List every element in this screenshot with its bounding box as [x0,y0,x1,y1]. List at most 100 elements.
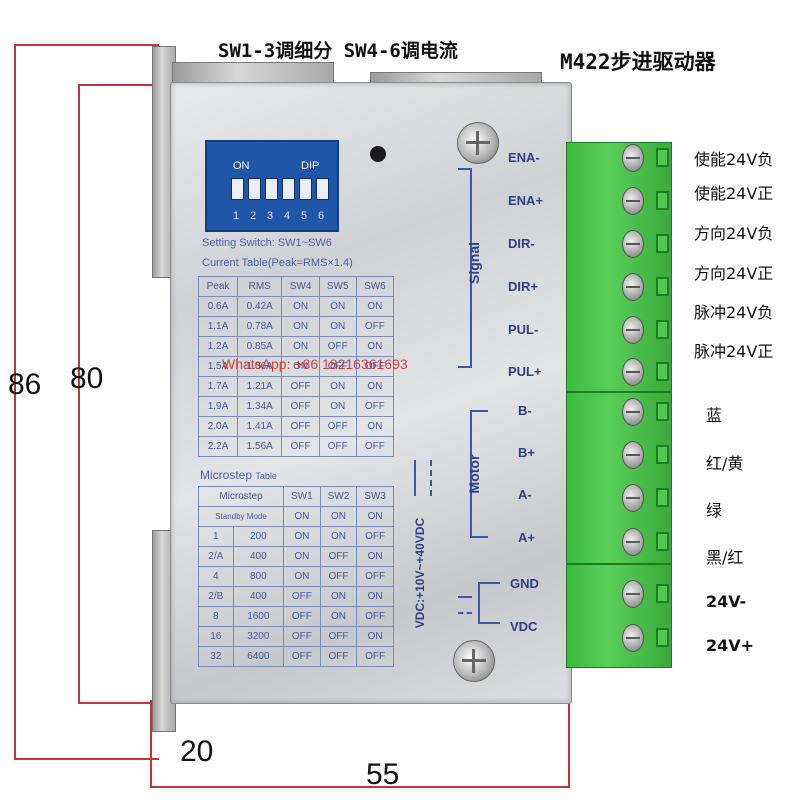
table-cell: OFF [281,396,320,417]
table-cell: Peak [198,276,238,297]
terminal-screw-icon[interactable] [622,528,644,556]
terminal-slot-icon [656,628,669,647]
table-cell: 6400 [232,646,285,667]
table-cell: OFF [318,416,357,437]
terminal-label-gnd: GND [510,576,539,591]
dip-switch-5[interactable] [299,178,312,200]
top-mounting-screw-icon [457,122,499,164]
bottom-mounting-screw-icon [453,640,495,682]
dimension-tick-bottom-outer [14,758,159,760]
wire-label-a-plus: 黑/红 [706,548,744,567]
table-cell: 4 [198,566,234,587]
terminal-label-pul-minus: PUL- [508,322,539,337]
dip-switch-4[interactable] [282,178,295,200]
table-cell: OFF [283,626,321,647]
table-cell: ON [355,376,395,397]
wire-label-dir-plus: 方向24V正 [694,264,774,283]
table-cell: 1.1A [198,316,238,337]
power-bracket [478,582,480,624]
dip-number-5: 5 [301,210,308,222]
terminal-screw-icon[interactable] [622,484,644,512]
table-cell: ON [281,336,320,357]
table-header-row: Peak RMS SW4 SW5 SW6 [198,276,395,297]
motor-label: Motor [466,454,482,494]
table-cell: OFF [355,316,395,337]
dip-switch[interactable]: ON DIP 1 2 3 4 5 6 [205,140,339,232]
dimension-line-width [150,786,570,788]
table-cell: OFF [283,646,321,667]
table-cell: 200 [232,526,285,547]
table-cell: OFF [356,566,394,587]
table-cell: 1.06A [236,356,283,377]
wire-label-ena-plus: 使能24V正 [694,184,774,203]
table-cell: RMS [236,276,283,297]
terminal-screw-icon[interactable] [622,187,644,215]
table-cell: SW6 [355,276,395,297]
table-cell: ON [318,296,357,317]
dc-symbol-icon [414,460,432,496]
table-cell: ON [318,316,357,337]
table-cell: OFF [319,546,358,567]
microstep-title-main: Microstep [200,468,253,482]
motor-bracket-top [470,410,488,412]
dimension-line-inner [78,84,80,704]
table-cell: SW3 [356,486,394,507]
dip-switch-2[interactable] [248,178,261,200]
table-cell: 2/A [198,546,234,567]
dimension-width: 55 [366,758,400,791]
table-cell: 800 [232,566,285,587]
table-cell: ON [283,546,321,567]
terminal-slot-icon [656,277,669,296]
terminal-screw-icon[interactable] [622,398,644,426]
table-cell: OFF [319,646,358,667]
terminal-label-b-plus: B+ [518,445,535,460]
table-cell: 400 [232,546,285,567]
signal-bracket-bottom [458,366,472,368]
table-cell: 0.78A [236,316,283,337]
dimension-tick-top-inner [78,84,170,86]
terminal-screw-icon[interactable] [622,144,644,172]
setting-switch-text: Setting Switch: SW1~SW6 [202,237,332,249]
dimension-height-inner: 80 [70,362,104,395]
settings-caption: SW1-3调细分 SW4-6调电流 [218,40,458,62]
terminal-screw-icon[interactable] [622,273,644,301]
microstep-table: Microstep SW1 SW2 SW3 Standby Mode ON ON… [197,486,394,667]
watermark: WhatsApp: +86 18216361693 [222,356,408,372]
table-cell: 8 [198,606,234,627]
table-cell: 2.2A [198,436,238,457]
terminal-screw-icon[interactable] [622,580,644,608]
terminal-screw-icon[interactable] [622,230,644,258]
wire-label-dir-minus: 方向24V负 [694,224,774,243]
table-cell: OFF [319,566,358,587]
terminal-label-dir-minus: DIR- [508,236,535,251]
terminal-slot-icon [656,320,669,339]
table-cell: OFF [283,586,321,607]
table-cell: 1.34A [236,396,283,417]
wire-label-gnd: 24V- [706,592,747,611]
terminal-screw-icon[interactable] [622,316,644,344]
terminal-screw-icon[interactable] [622,624,644,652]
dip-switch-6[interactable] [316,178,329,200]
table-cell: OFF [319,626,358,647]
table-cell: ON [283,506,321,527]
table-cell: 1.41A [236,416,283,437]
table-cell: OFF [281,436,320,457]
power-bracket-top [478,582,500,584]
dip-number-4: 4 [284,210,291,222]
dimension-tick-right-width [568,690,570,788]
terminal-screw-icon[interactable] [622,358,644,386]
dip-switch-1[interactable] [231,178,244,200]
table-cell: ON [356,626,394,647]
table-cell: OFF [355,436,395,457]
dip-switch-3[interactable] [265,178,278,200]
table-cell: 1.21A [236,376,283,397]
vdc-range-text: VDC:+10V~+40VDC [413,517,427,629]
terminal-screw-icon[interactable] [622,441,644,469]
wire-label-pul-minus: 脉冲24V负 [694,303,774,322]
